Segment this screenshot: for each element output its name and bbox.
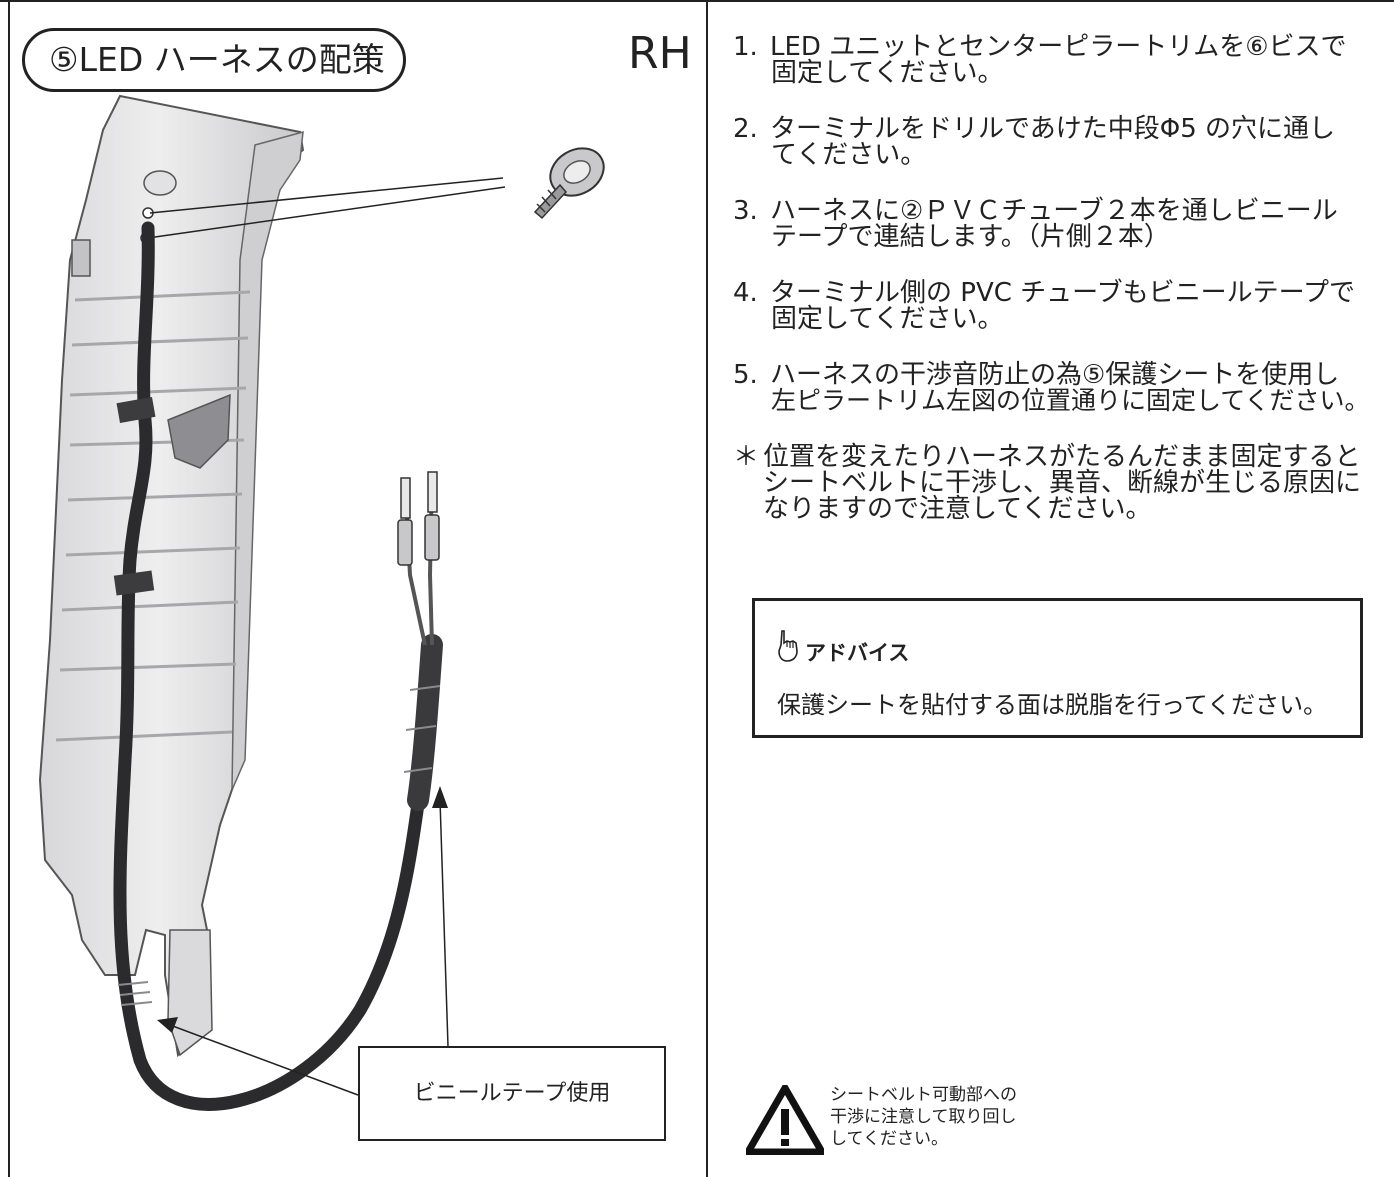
step-number: 3. <box>733 196 758 226</box>
pillar-trim-illustration <box>38 94 605 1111</box>
top-border <box>0 0 1394 2</box>
note-text: なりますので注意してください。 <box>763 494 1152 524</box>
advice-box: アドバイス 保護シートを貼付する面は脱脂を行ってください。 <box>752 598 1363 738</box>
screw-illustration <box>533 147 605 220</box>
center-divider <box>706 0 708 1177</box>
step-text: ハーネスの干渉音防止の為⑤保護シートを使用し <box>770 360 1340 390</box>
step-text: ターミナル側の PVC チューブもビニールテープで <box>770 278 1356 308</box>
led-harness-cable <box>113 221 439 1111</box>
step-number: 4. <box>733 278 758 308</box>
note-mark: ＊ <box>733 442 760 472</box>
step-text: 固定してください。 <box>771 304 1004 334</box>
vinyl-tape-callout: ビニールテープ使用 <box>358 1046 666 1141</box>
step-text: ターミナルをドリルであけた中段Φ5 の穴に通し <box>770 114 1336 144</box>
instruction-steps: 1. LED ユニットとセンターピラートリムを⑥ビスで 固定してください。 2.… <box>733 34 1388 522</box>
caution-note: ＊ 位置を変えたりハーネスがたるんだまま固定すると シートベルトに干渉し、異音、… <box>733 444 1388 522</box>
step-number: 5. <box>733 360 758 390</box>
step-text: テープで連結します。（片側２本） <box>771 222 1170 252</box>
left-border <box>8 0 10 1177</box>
step-text: 固定してください。 <box>771 58 1004 88</box>
warning-icon <box>746 1085 824 1155</box>
advice-text: 保護シートを貼付する面は脱脂を行ってください。 <box>777 691 1328 719</box>
warning-line: してください。 <box>830 1129 948 1149</box>
step-number: 1. <box>733 32 758 62</box>
step-4: 4. ターミナル側の PVC チューブもビニールテープで 固定してください。 <box>733 280 1388 332</box>
warning-text: シートベルト可動部への 干渉に注意して取り回し してください。 <box>830 1084 1017 1150</box>
section-title: ⑤LED ハーネスの配策 <box>22 28 406 92</box>
step-text: ハーネスに②ＰＶＣチューブ２本を通しビニール <box>770 196 1338 226</box>
warning-line: 干渉に注意して取り回し <box>830 1107 1017 1127</box>
pillar-flange <box>231 130 304 791</box>
pointing-hand-icon <box>778 630 798 662</box>
step-text: てください。 <box>771 140 927 170</box>
step-1: 1. LED ユニットとセンターピラートリムを⑥ビスで 固定してください。 <box>733 34 1388 86</box>
step-5: 5. ハーネスの干渉音防止の為⑤保護シートを使用し 左ピラートリム左図の位置通り… <box>733 362 1388 414</box>
step-number: 2. <box>733 114 758 144</box>
trim-cutout <box>167 393 231 469</box>
note-text: 位置を変えたりハーネスがたるんだまま固定すると <box>763 442 1361 472</box>
trim-ribs <box>55 290 251 742</box>
step-text: LED ユニットとセンターピラートリムを⑥ビスで <box>770 32 1347 62</box>
step-text: 左ピラートリム左図の位置通りに固定してください。 <box>771 386 1370 415</box>
warning-line: シートベルト可動部への <box>830 1085 1017 1105</box>
note-text: シートベルトに干渉し、異音、断線が生じる原因に <box>763 468 1362 498</box>
advice-title: アドバイス <box>805 641 910 665</box>
side-label: RH <box>628 28 692 79</box>
step-2: 2. ターミナルをドリルであけた中段Φ5 の穴に通し てください。 <box>733 116 1388 168</box>
step-3: 3. ハーネスに②ＰＶＣチューブ２本を通しビニール テープで連結します。（片側２… <box>733 198 1388 250</box>
